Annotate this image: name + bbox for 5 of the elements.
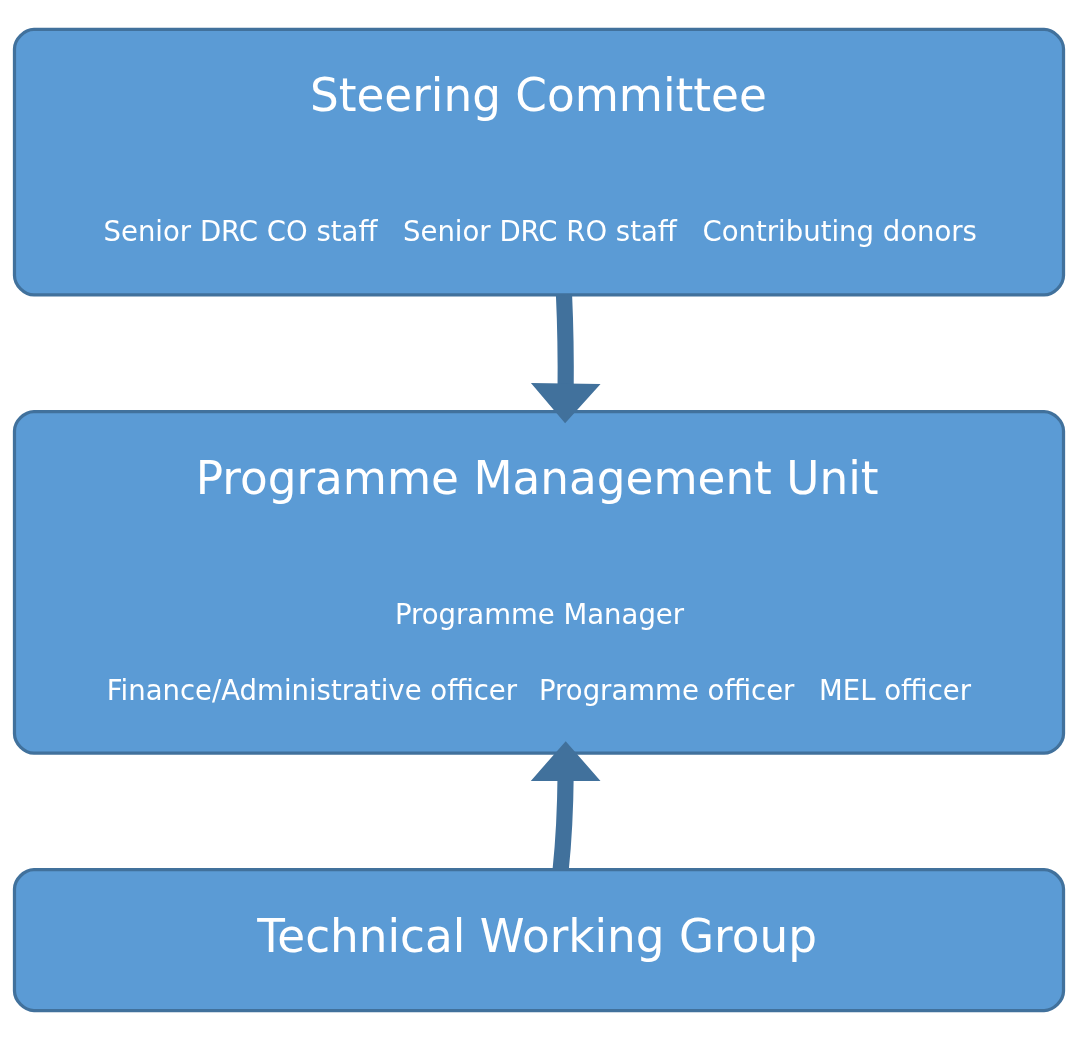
- node-box: Steering Committee Senior DRC CO staff Senior DRC RO staff Contributing donors: [12, 27, 1066, 297]
- node-box: Technical Working Group: [12, 868, 1066, 1013]
- arrow: [530, 741, 601, 871]
- arrow: [530, 294, 601, 424]
- node-box: Programme Management Unit Programme Manager Finance/Administrative officer Programme officer MEL officer: [12, 409, 1066, 755]
